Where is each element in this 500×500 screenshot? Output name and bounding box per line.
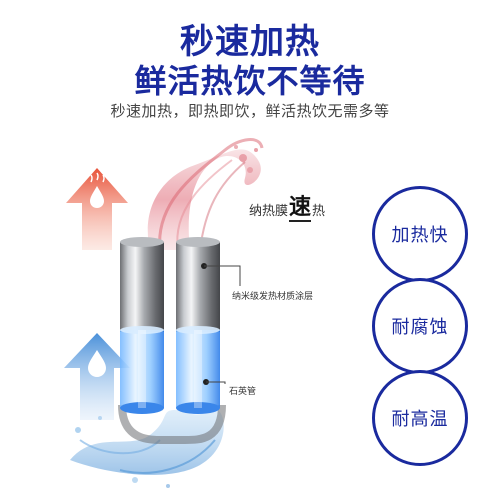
quartz-label: 石英管 (229, 387, 257, 397)
cold-water-drop-icon (88, 350, 106, 377)
film-label-before: 纳热膜 (249, 203, 289, 219)
heater-tube-left (120, 237, 164, 414)
hot-water-drop-icon (90, 186, 104, 208)
hot-water-stream (147, 138, 264, 251)
tagline: 秒速加热，即热即饮，鲜活热饮无需多等 (110, 102, 390, 120)
callout-leaders (201, 263, 241, 385)
hot-arrow (66, 168, 128, 250)
heater-tube-right (176, 237, 220, 414)
cold-arrow (64, 333, 130, 420)
feature-badge-fast-heating: 加热快 (372, 186, 468, 282)
feature-label: 耐腐蚀 (391, 317, 449, 338)
headline-primary: 秒速加热 (180, 22, 320, 62)
feature-label: 加热快 (391, 225, 449, 246)
film-label-after: 热 (312, 203, 326, 219)
feature-badge-corrosion-resistant: 耐腐蚀 (372, 278, 468, 374)
headline-secondary: 鲜活热饮不等待 (134, 62, 366, 100)
feature-label: 耐高温 (391, 409, 449, 430)
film-label: 纳热膜 速 热 (249, 195, 326, 223)
coating-label: 纳米级发热材质涂层 (232, 292, 314, 302)
cold-water-stream (70, 408, 224, 488)
u-connector (118, 404, 226, 444)
film-label-highlight: 速 (289, 195, 312, 223)
feature-badge-heat-resistant: 耐高温 (372, 370, 468, 466)
